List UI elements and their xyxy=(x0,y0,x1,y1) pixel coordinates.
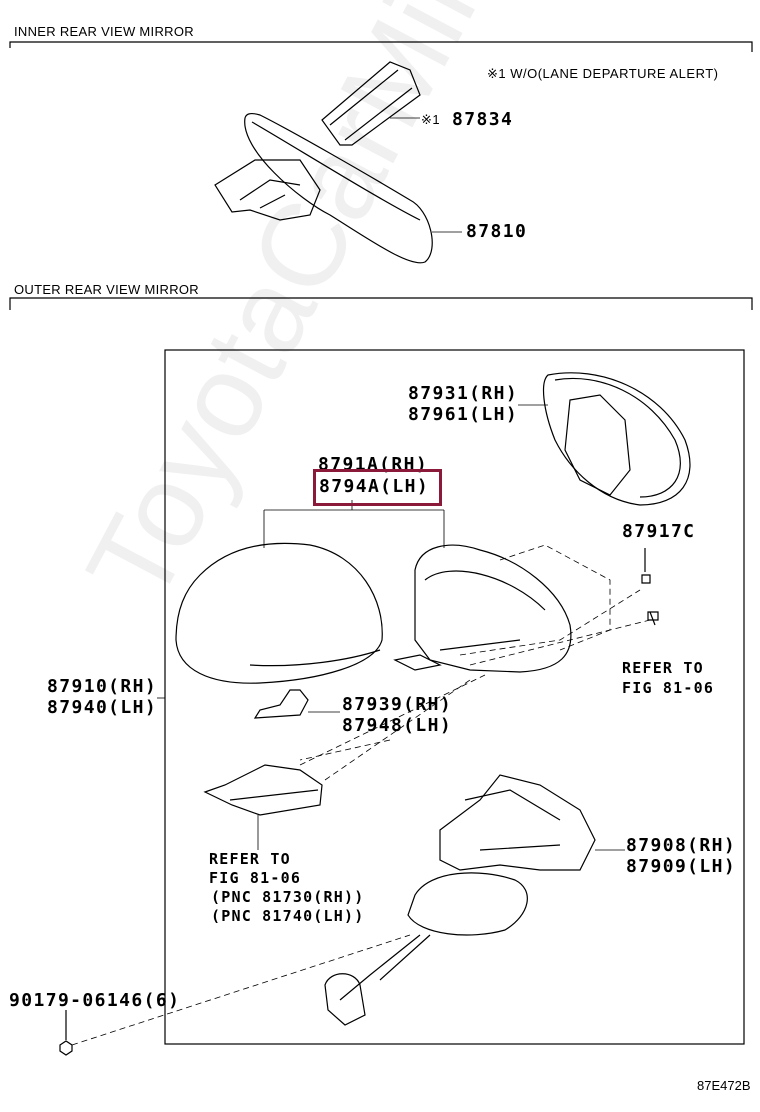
part-87961[interactable]: 87961(LH) xyxy=(408,404,519,425)
part-87917C[interactable]: 87917C xyxy=(622,521,696,542)
mirror-base-87908 xyxy=(407,774,625,936)
part-87948[interactable]: 87948(LH) xyxy=(342,715,453,736)
part-87810[interactable]: 87810 xyxy=(466,221,528,242)
part-87939[interactable]: 87939(RH) xyxy=(342,694,453,715)
figure-code: 87E472B xyxy=(697,1078,751,1093)
refer-left-4: (PNC 81740(LH)) xyxy=(211,907,365,925)
refer-left-1: REFER TO xyxy=(209,850,291,868)
screws-87917C xyxy=(641,548,659,626)
footnote: ※1 W/O(LANE DEPARTURE ALERT) xyxy=(487,66,719,81)
nut-90179 xyxy=(59,934,411,1056)
inner-mirror-87810 xyxy=(214,112,462,264)
section-outer-title: OUTER REAR VIEW MIRROR xyxy=(14,282,199,297)
footnote-marker: ※1 xyxy=(421,112,441,127)
part-87931[interactable]: 87931(RH) xyxy=(408,383,519,404)
part-87909[interactable]: 87909(LH) xyxy=(626,856,737,877)
inner-section-line xyxy=(9,41,753,52)
wire-harness xyxy=(324,934,431,1026)
mirror-housing xyxy=(393,544,651,673)
part-87940[interactable]: 87940(LH) xyxy=(47,697,158,718)
part-90179[interactable]: 90179-06146(6) xyxy=(9,990,181,1011)
highlight-box xyxy=(313,469,442,506)
part-87908[interactable]: 87908(RH) xyxy=(626,835,737,856)
section-inner-title: INNER REAR VIEW MIRROR xyxy=(14,24,194,39)
refer-right-1: REFER TO xyxy=(622,659,704,677)
part-87834[interactable]: 87834 xyxy=(452,109,514,130)
outer-section-line xyxy=(9,297,753,310)
mirror-cover-87834 xyxy=(321,61,421,146)
mirror-glass-87931 xyxy=(518,372,691,506)
outer-frame xyxy=(164,349,745,1045)
refer-left-3: (PNC 81730(RH)) xyxy=(211,888,365,906)
part-87910[interactable]: 87910(RH) xyxy=(47,676,158,697)
refer-left-2[interactable]: FIG 81-06 xyxy=(209,869,302,887)
turn-signal-lamp xyxy=(203,674,486,850)
refer-right-2[interactable]: FIG 81-06 xyxy=(622,679,715,697)
mirror-cover-879xA xyxy=(175,542,383,684)
bracket-87939 xyxy=(253,689,391,761)
part-8794A[interactable]: 8794A(LH) xyxy=(319,476,430,497)
